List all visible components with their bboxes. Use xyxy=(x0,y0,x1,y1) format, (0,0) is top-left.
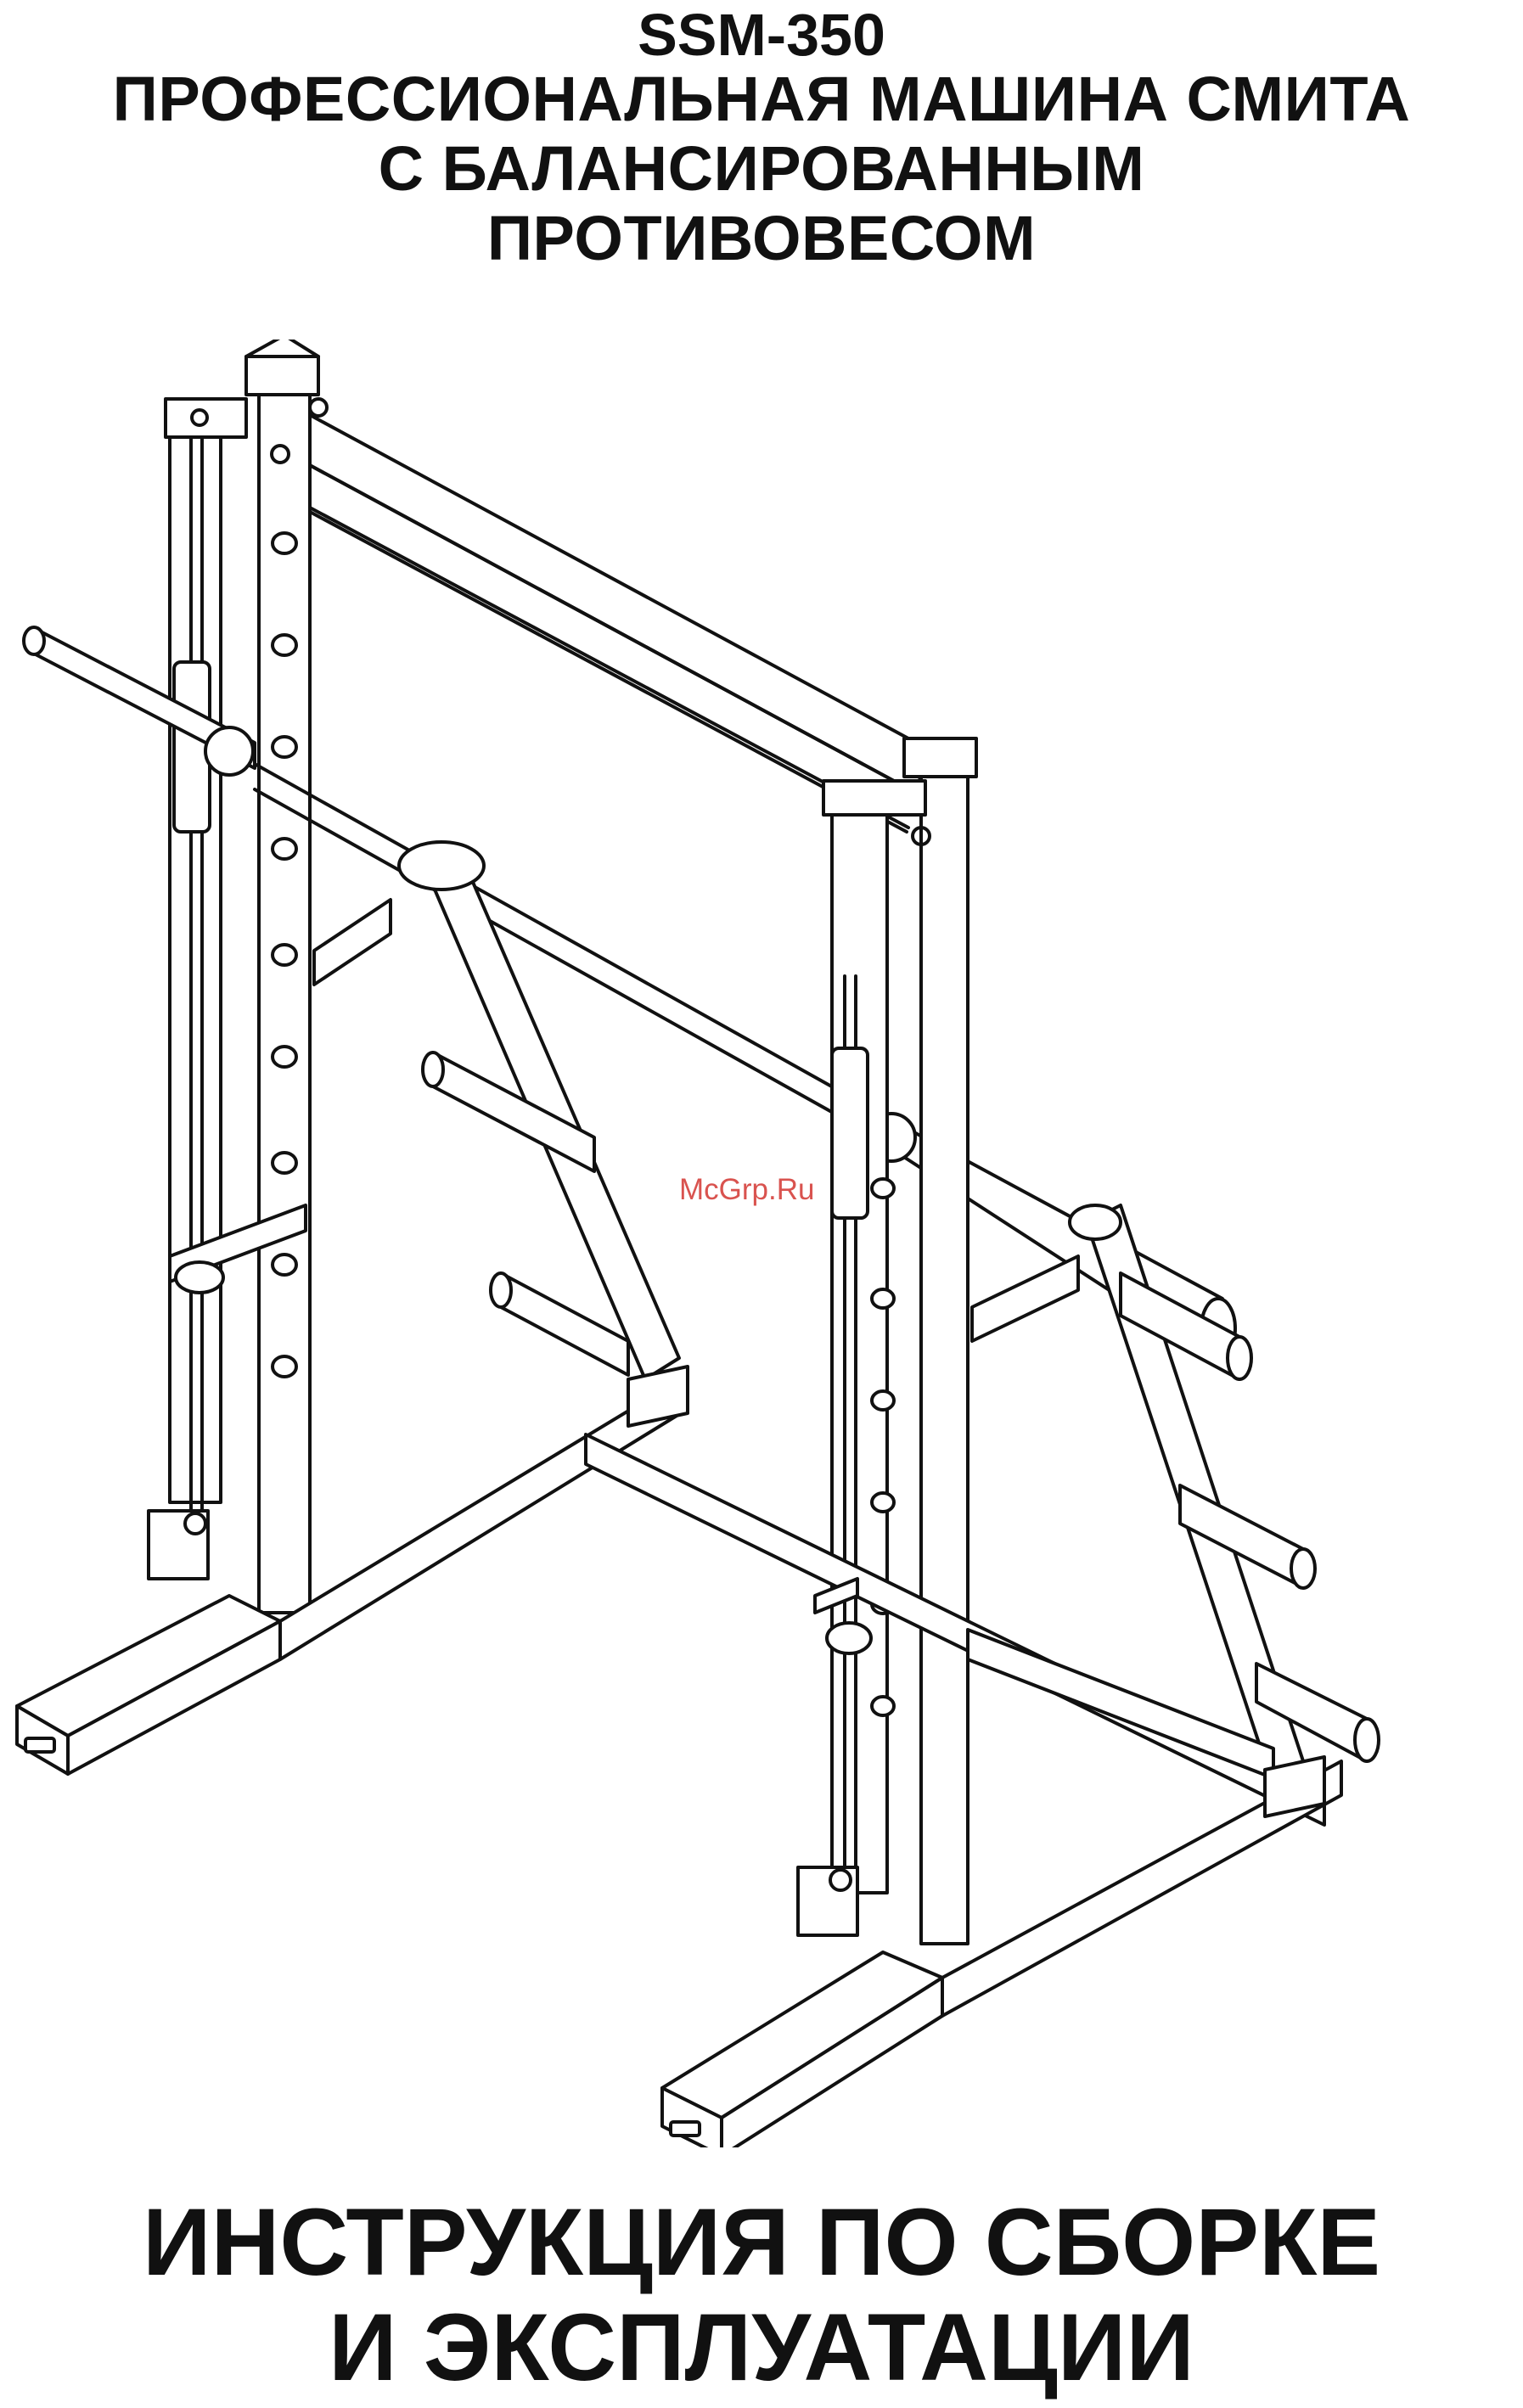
top-crossbar xyxy=(280,399,925,832)
smith-machine-illustration xyxy=(0,340,1523,2147)
footer-line-2: И ЭКСПЛУАТАЦИИ xyxy=(0,2295,1523,2400)
title-line-2: С БАЛАНСИРОВАННЫМ xyxy=(0,134,1523,204)
right-front-upright xyxy=(823,781,930,1901)
model-number: SSM-350 xyxy=(0,5,1523,65)
cover-header: SSM-350 ПРОФЕССИОНАЛЬНАЯ МАШИНА СМИТА С … xyxy=(0,0,1523,273)
left-rear-upright xyxy=(246,340,318,1613)
title-line-3: ПРОТИВОВЕСОМ xyxy=(0,204,1523,273)
cover-footer: ИНСТРУКЦИЯ ПО СБОРКЕ И ЭКСПЛУАТАЦИИ xyxy=(0,2190,1523,2400)
left-base-frame xyxy=(17,1511,280,1774)
right-base-frame xyxy=(662,1867,942,2147)
title-line-1: ПРОФЕССИОНАЛЬНАЯ МАШИНА СМИТА xyxy=(0,65,1523,134)
footer-line-1: ИНСТРУКЦИЯ ПО СБОРКЕ xyxy=(0,2190,1523,2295)
right-rear-upright xyxy=(904,738,976,1944)
watermark-text: McGrp.Ru xyxy=(679,1173,814,1207)
